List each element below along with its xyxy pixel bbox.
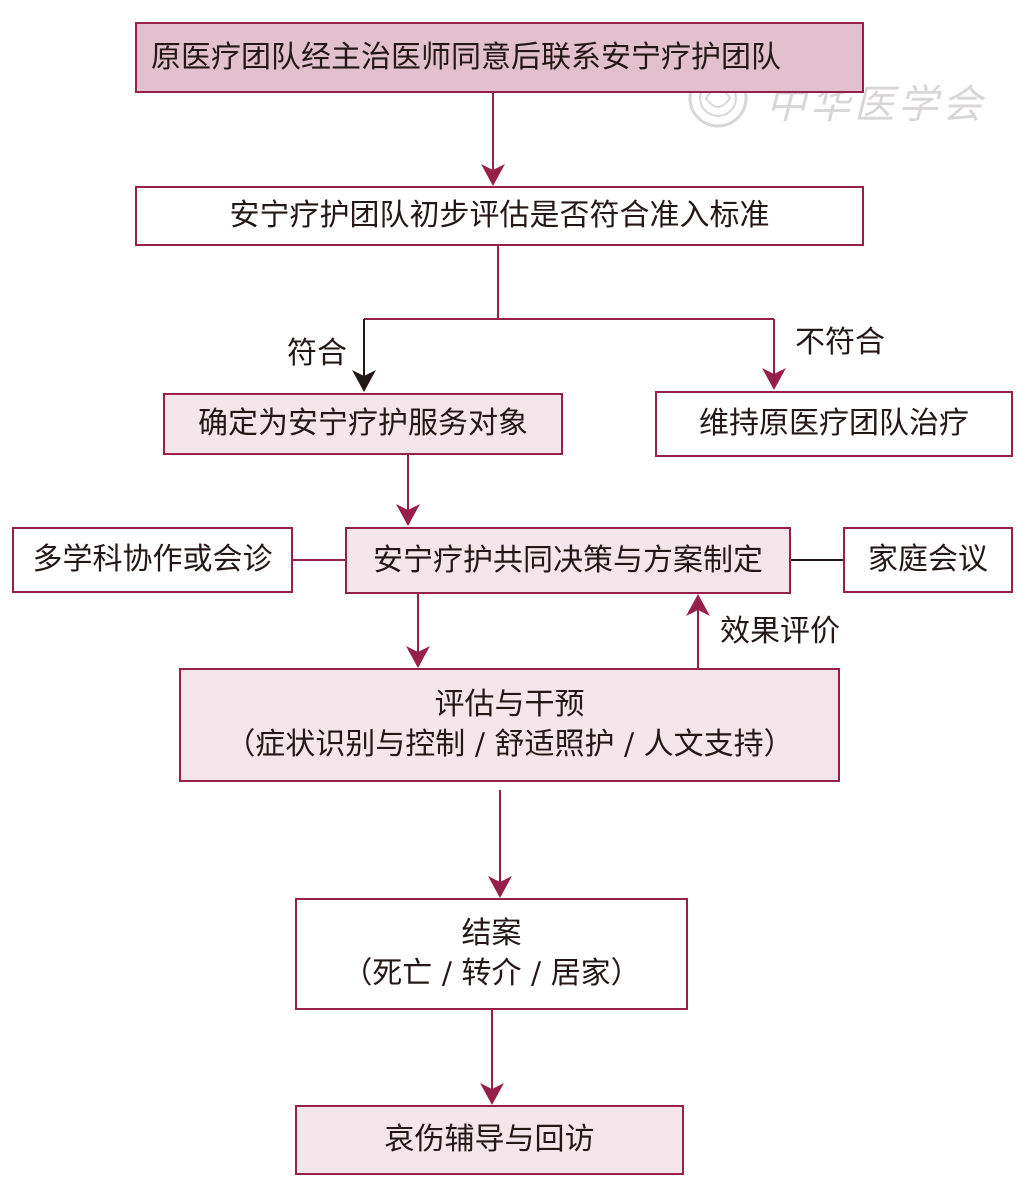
start-node: 原医疗团队经主治医师同意后联系安宁疗护团队: [135, 22, 864, 93]
start-node-label: 原医疗团队经主治医师同意后联系安宁疗护团队: [151, 39, 781, 75]
confirm-label: 确定为安宁疗护服务对象: [198, 406, 528, 441]
mdt-label: 多学科协作或会诊: [32, 542, 273, 577]
close-node: 结案 （死亡 / 转介 / 居家）: [295, 898, 688, 1010]
mdt-node: 多学科协作或会诊: [12, 527, 293, 593]
close-title: 结案: [461, 916, 522, 951]
grief-label: 哀伤辅导与回访: [384, 1122, 595, 1157]
evaluation-label: 效果评价: [720, 614, 840, 649]
confirm-node: 确定为安宁疗护服务对象: [163, 393, 563, 455]
no-label: 不符合: [795, 325, 885, 360]
intervene-subtitle: （症状识别与控制 / 舒适照护 / 人文支持）: [225, 727, 794, 762]
grief-node: 哀伤辅导与回访: [295, 1105, 684, 1175]
assess-entry-node: 安宁疗护团队初步评估是否符合准入标准: [135, 186, 864, 246]
decision-node: 安宁疗护共同决策与方案制定: [345, 527, 791, 594]
maintain-label: 维持原医疗团队治疗: [699, 406, 969, 441]
assess-entry-label: 安宁疗护团队初步评估是否符合准入标准: [229, 198, 770, 233]
close-subtitle: （死亡 / 转介 / 居家）: [342, 956, 641, 991]
branch-lines: [352, 246, 786, 392]
family-node: 家庭会议: [843, 527, 1013, 593]
watermark: 中华医学会: [686, 66, 986, 130]
intervene-title: 评估与干预: [434, 687, 585, 722]
yes-label: 符合: [287, 336, 347, 371]
intervene-node: 评估与干预 （症状识别与控制 / 舒适照护 / 人文支持）: [179, 668, 840, 782]
family-label: 家庭会议: [868, 542, 988, 577]
decision-label: 安宁疗护共同决策与方案制定: [373, 542, 763, 578]
maintain-node: 维持原医疗团队治疗: [655, 391, 1013, 457]
